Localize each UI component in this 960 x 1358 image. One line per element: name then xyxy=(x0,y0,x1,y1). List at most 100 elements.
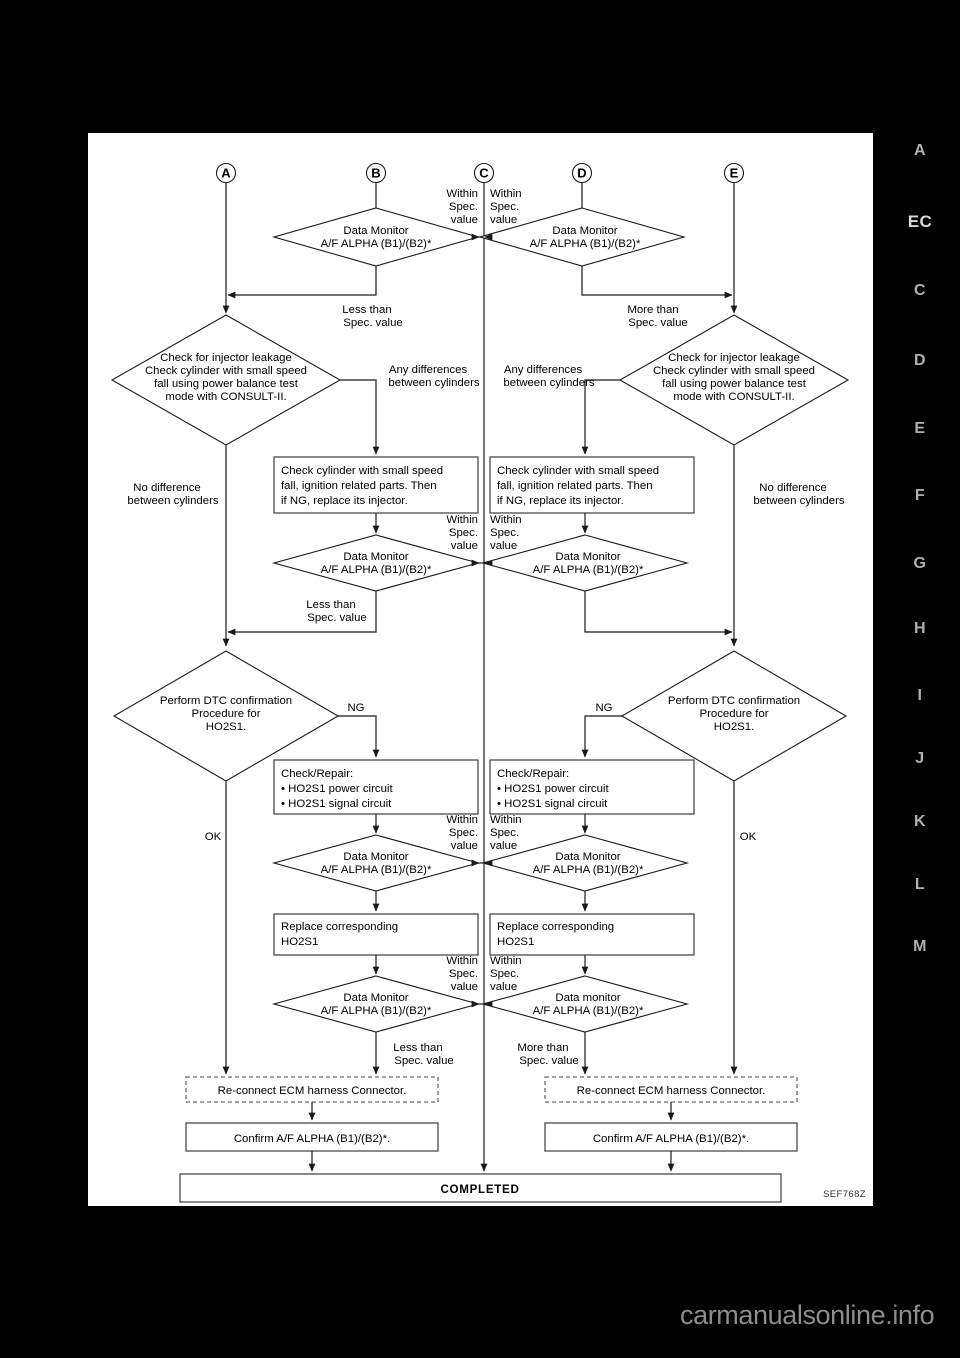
label-within-left-2: Within Spec. value xyxy=(446,514,478,552)
dm-d1-title: Data Monitor xyxy=(552,225,617,237)
dm-d4-title: Data monitor xyxy=(555,992,620,1004)
within-r1d: Within xyxy=(490,955,522,967)
conf-right-label: Confirm A/F ALPHA (B1)/(B2)*. xyxy=(593,1133,749,1145)
within-l3b: value xyxy=(451,540,478,552)
margin-tab-ec: EC xyxy=(907,212,933,231)
ng-left: NG xyxy=(347,702,364,714)
margin-tab-f: F xyxy=(914,487,926,504)
dm-d3-title: Data Monitor xyxy=(555,851,620,863)
cyl-left-l2: fall, ignition related parts. Then xyxy=(281,480,437,492)
nodiff-l2: between cylinders xyxy=(127,495,218,507)
connector-d-label: D xyxy=(577,166,586,181)
connector-circle-c: C xyxy=(473,162,495,184)
less-1a: Less than xyxy=(342,304,391,316)
label-within-right-2: Within Spec. value xyxy=(490,514,522,552)
less-1b: Less than xyxy=(306,599,355,611)
within-r1: Within xyxy=(490,188,522,200)
label-within-right-4: Within Spec. value xyxy=(490,955,522,993)
dm-d2-param: A/F ALPHA (B1)/(B2)* xyxy=(533,564,644,576)
node-cylinder-check-left: Check cylinder with small speed fall, ig… xyxy=(273,456,479,514)
margin-tab-a: A xyxy=(913,142,927,159)
within-l3: value xyxy=(451,214,478,226)
margin-tab-d: D xyxy=(913,352,927,369)
margin-tab-c: C xyxy=(913,282,927,299)
label-within-left-4: Within Spec. value xyxy=(446,955,478,993)
ecm-right-label: Re-connect ECM harness Connector. xyxy=(577,1085,766,1097)
ok-left: OK xyxy=(205,831,222,843)
node-injector-check-right: Check for injector leakage Check cylinde… xyxy=(618,314,850,446)
inj-left-l4: mode with CONSULT-II. xyxy=(165,391,286,403)
dm-d3-param: A/F ALPHA (B1)/(B2)* xyxy=(533,864,644,876)
dm-b4-title: Data Monitor xyxy=(343,992,408,1004)
dm-d2-title: Data Monitor xyxy=(555,551,620,563)
connector-e-label: E xyxy=(730,166,739,181)
node-data-monitor-d3: Data Monitor A/F ALPHA (B1)/(B2)* xyxy=(480,834,690,892)
hos-right-l1: Replace corresponding xyxy=(497,921,614,933)
cyl-left-l1: Check cylinder with small speed xyxy=(281,465,443,477)
node-replace-right: Replace corresponding HO2S1 xyxy=(489,913,695,956)
anydiff-l1: Any differences xyxy=(389,364,468,376)
within-l1d: Within xyxy=(446,955,478,967)
margin-tab-m: M xyxy=(913,938,927,955)
node-dtc-left: Perform DTC confirmation Procedure for H… xyxy=(112,650,340,782)
ok-right: OK xyxy=(740,831,757,843)
label-within-right-1: Within Spec. value xyxy=(490,188,522,226)
margin-tab-j: J xyxy=(915,750,925,767)
node-repair-right: Check/Repair: • HO2S1 power circuit • HO… xyxy=(489,759,695,815)
dm-b1-title: Data Monitor xyxy=(343,225,408,237)
margin-tab-g: G xyxy=(913,555,927,572)
dtc-left-l1: Perform DTC confirmation xyxy=(160,695,292,707)
node-repair-left: Check/Repair: • HO2S1 power circuit • HO… xyxy=(273,759,479,815)
within-l2c: Spec. xyxy=(449,827,478,839)
node-data-monitor-b4: Data Monitor A/F ALPHA (B1)/(B2)* xyxy=(271,975,481,1033)
more-1b: More than xyxy=(517,1042,568,1054)
inj-right-l2: Check cylinder with small speed xyxy=(653,365,815,377)
conf-left-label: Confirm A/F ALPHA (B1)/(B2)*. xyxy=(234,1133,390,1145)
label-within-left-3: Within Spec. value xyxy=(446,814,478,852)
site-watermark: carmanualsonline.info xyxy=(680,1300,935,1330)
connector-circle-b: B xyxy=(365,162,387,184)
cyl-right-l2: fall, ignition related parts. Then xyxy=(497,480,653,492)
less-1c: Less than xyxy=(393,1042,442,1054)
dm-b2-title: Data Monitor xyxy=(343,551,408,563)
node-data-monitor-d2: Data Monitor A/F ALPHA (B1)/(B2)* xyxy=(480,534,690,592)
connector-circle-e: E xyxy=(723,162,745,184)
connector-c-label: C xyxy=(479,166,489,181)
margin-tab-i: I xyxy=(917,687,923,704)
node-cylinder-check-right: Check cylinder with small speed fall, ig… xyxy=(489,456,695,514)
inj-right-l4: mode with CONSULT-II. xyxy=(673,391,794,403)
ng-right: NG xyxy=(595,702,612,714)
node-reconnect-ecm-right: Re-connect ECM harness Connector. xyxy=(544,1076,798,1103)
within-l2b: Spec. xyxy=(449,527,478,539)
edge-d1-more xyxy=(581,266,733,299)
dm-b3-param: A/F ALPHA (B1)/(B2)* xyxy=(321,864,432,876)
cyl-right-l3: if NG, replace its injector. xyxy=(497,495,624,507)
more-2b: Spec. value xyxy=(519,1055,579,1067)
hos-left-l1: Replace corresponding xyxy=(281,921,398,933)
less-2c: Spec. value xyxy=(394,1055,454,1067)
rep-left-l1: Check/Repair: xyxy=(281,768,353,780)
figure-panel: A B C D E xyxy=(88,133,873,1206)
within-l1b: Within xyxy=(446,514,478,526)
within-l3c: value xyxy=(451,840,478,852)
within-l1: Within xyxy=(446,188,478,200)
edge-b2-less xyxy=(227,591,377,636)
inj-left-l3: fall using power balance test xyxy=(154,378,299,390)
cyl-left-l3: if NG, replace its injector. xyxy=(281,495,408,507)
inj-left-l2: Check cylinder with small speed xyxy=(145,365,307,377)
within-r3: value xyxy=(490,214,517,226)
node-data-monitor-b2: Data Monitor A/F ALPHA (B1)/(B2)* xyxy=(271,534,481,592)
node-replace-left: Replace corresponding HO2S1 xyxy=(273,913,479,956)
edge-b1-less xyxy=(227,266,377,299)
anydiff-r1: Any differences xyxy=(504,364,583,376)
flowchart-svg: A B C D E xyxy=(110,162,850,1203)
node-reconnect-ecm-left: Re-connect ECM harness Connector. xyxy=(185,1076,439,1103)
inj-right-l3: fall using power balance test xyxy=(662,378,807,390)
dm-b3-title: Data Monitor xyxy=(343,851,408,863)
anydiff-r2: between cylinders xyxy=(503,377,594,389)
node-completed: COMPLETED xyxy=(179,1173,782,1203)
node-dtc-right: Perform DTC confirmation Procedure for H… xyxy=(620,650,848,782)
completed-label: COMPLETED xyxy=(440,1183,519,1196)
margin-tab-h: H xyxy=(913,620,927,637)
